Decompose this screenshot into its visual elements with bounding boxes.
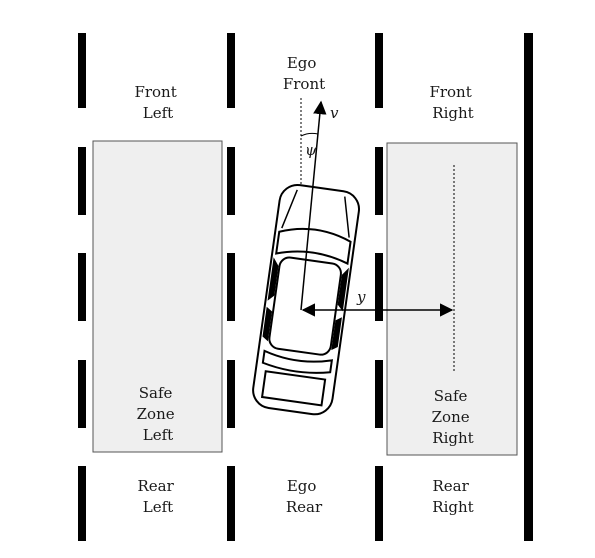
lane-line-left [78,33,86,541]
label-safe-zone-left: Safe Zone Left [137,384,180,444]
label-front-left: Front Left [134,83,181,122]
label-front-right: Front Right [429,83,476,122]
label-rear-right: Rear Right [432,477,473,516]
lateral-offset-symbol: y [356,288,366,306]
ego-car [252,184,360,416]
lane-line-center-right [375,33,383,541]
label-ego-front: Ego Front [283,54,325,93]
lane-line-center-left [227,33,235,541]
velocity-symbol: v [330,104,339,122]
label-rear-left: Rear Left [137,477,178,516]
label-safe-zone-right: Safe Zone Right [432,387,475,447]
heading-angle-symbol: ψ [305,141,317,159]
velocity-arrow [300,100,327,311]
heading-angle-arc [300,132,319,137]
safe-zone-right-box [386,142,518,456]
safe-zone-left-box [92,140,223,453]
road-edge-right [524,33,533,541]
label-ego-rear: Ego Rear [286,477,323,516]
